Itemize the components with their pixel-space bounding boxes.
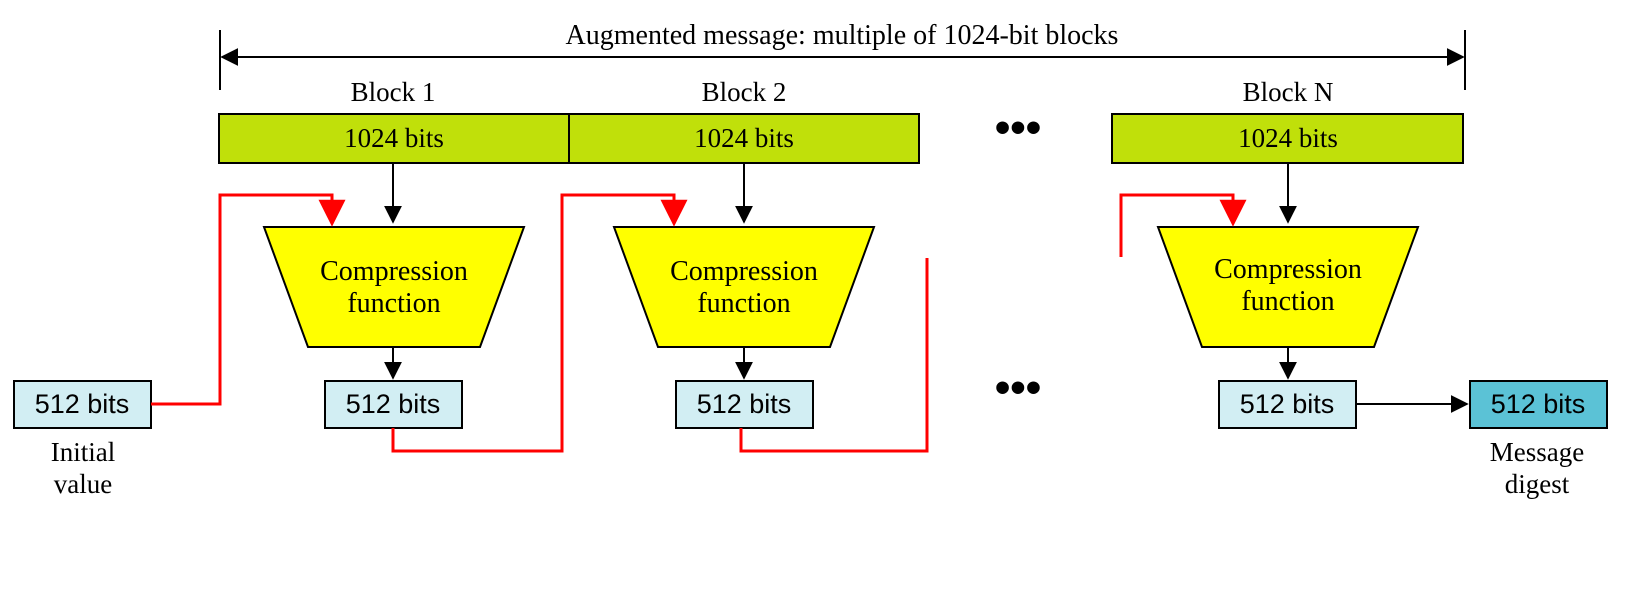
block-n: 1024 bits bbox=[1111, 113, 1464, 164]
initial-value-rect bbox=[13, 380, 152, 429]
ellipsis-top: ••• bbox=[995, 103, 1041, 152]
digest-rect bbox=[1469, 380, 1608, 429]
state-1: 512 bits bbox=[324, 380, 463, 429]
chain-state2-out bbox=[739, 258, 929, 453]
block-2-rect bbox=[568, 113, 920, 164]
state-2: 512 bits bbox=[675, 380, 814, 429]
compression-function-1: Compression function bbox=[262, 226, 526, 348]
compression-n-line1: Compression bbox=[1214, 254, 1362, 285]
compression-shape-n bbox=[1156, 226, 1420, 348]
block-label-1: Block 1 bbox=[351, 77, 436, 107]
compression-function-n: Compression function bbox=[1156, 226, 1420, 348]
digest-line2: digest bbox=[1505, 469, 1570, 499]
ellipsis-bottom: ••• bbox=[995, 363, 1041, 412]
compression-shape-2 bbox=[612, 226, 876, 348]
digest-bits: 512 bits bbox=[1491, 389, 1586, 419]
initial-value-line2: value bbox=[54, 469, 112, 499]
block-2-bits: 1024 bits bbox=[694, 123, 794, 153]
message-digest: 512 bits Message digest bbox=[1469, 380, 1608, 499]
block-n-rect bbox=[1111, 113, 1464, 164]
message-span: Augmented message: multiple of 1024-bit … bbox=[219, 20, 1466, 90]
state-2-bits: 512 bits bbox=[697, 389, 792, 419]
block-1: 1024 bits bbox=[218, 113, 570, 164]
block-1-bits: 1024 bits bbox=[344, 123, 444, 153]
state-n-bits: 512 bits bbox=[1240, 389, 1335, 419]
chain-in-to-compn bbox=[1119, 193, 1247, 257]
compression-2-line1: Compression bbox=[670, 256, 818, 287]
initial-value-line1: Initial bbox=[51, 437, 115, 467]
compression-shape-1 bbox=[262, 226, 526, 348]
digest-line1: Message bbox=[1490, 437, 1584, 467]
initial-value: 512 bits Initial value bbox=[13, 380, 152, 499]
chain-initial-to-comp1 bbox=[151, 193, 346, 406]
compression-1-line1: Compression bbox=[320, 256, 468, 287]
state-2-rect bbox=[675, 380, 814, 429]
state-1-rect bbox=[324, 380, 463, 429]
compression-function-2: Compression function bbox=[612, 226, 876, 348]
compression-1-line2: function bbox=[347, 288, 440, 319]
block-label-2: Block 2 bbox=[702, 77, 787, 107]
state-n-rect bbox=[1218, 380, 1357, 429]
block-n-bits: 1024 bits bbox=[1238, 123, 1338, 153]
initial-value-bits: 512 bits bbox=[35, 389, 130, 419]
span-title: Augmented message: multiple of 1024-bit … bbox=[566, 20, 1119, 51]
block-label-n: Block N bbox=[1243, 77, 1334, 107]
state-1-bits: 512 bits bbox=[346, 389, 441, 419]
chain-state1-to-comp2 bbox=[391, 193, 688, 453]
compression-2-line2: function bbox=[697, 288, 790, 319]
block-2: 1024 bits bbox=[568, 113, 920, 164]
compression-n-line2: function bbox=[1241, 286, 1334, 317]
state-n: 512 bits bbox=[1218, 380, 1357, 429]
